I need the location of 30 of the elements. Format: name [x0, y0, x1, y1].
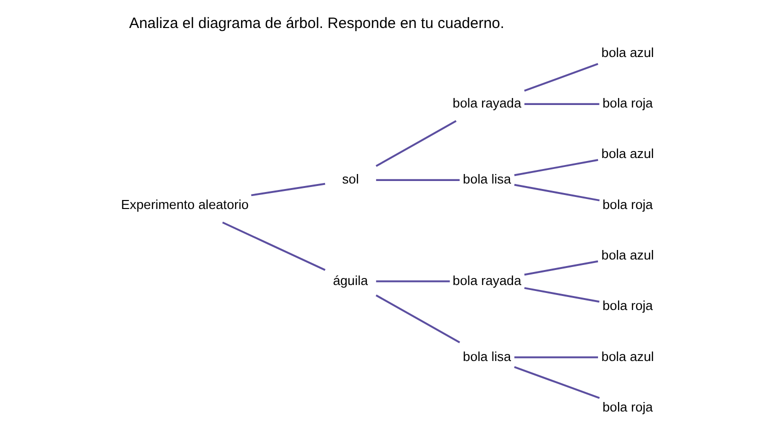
- connector: [514, 159, 598, 176]
- node-text: bola azul: [600, 146, 654, 162]
- node-text: bola azul: [600, 44, 654, 60]
- connector: [514, 356, 598, 358]
- connector: [222, 222, 325, 271]
- node-text: bola roja: [602, 96, 652, 111]
- connector: [514, 184, 600, 202]
- node-text: bola rayada: [452, 272, 521, 288]
- connector: [375, 120, 456, 167]
- connector: [375, 294, 460, 344]
- connector: [524, 260, 598, 276]
- node-text: bola roja: [602, 399, 652, 414]
- node-text: bola azul: [600, 348, 654, 364]
- node-text: bola roja: [602, 298, 652, 314]
- node-text: bola rayada: [452, 96, 521, 111]
- connector: [376, 179, 460, 181]
- node-text: sol: [342, 172, 358, 187]
- connector: [524, 63, 598, 92]
- node-text: bola roja: [602, 196, 652, 212]
- connector: [250, 182, 325, 196]
- node-text: águila: [332, 272, 368, 288]
- connector: [524, 287, 599, 303]
- node-text: bola lisa: [462, 172, 511, 187]
- connector: [376, 280, 450, 282]
- node-text: bola azul: [600, 247, 654, 262]
- node-text: bola lisa: [462, 348, 511, 364]
- diagram-title: Analiza el diagrama de árbol. Responde en tu cuaderno.: [128, 14, 504, 32]
- connector: [514, 366, 600, 399]
- connector: [524, 103, 599, 105]
- node-text: Experimento aleatorio: [120, 196, 248, 212]
